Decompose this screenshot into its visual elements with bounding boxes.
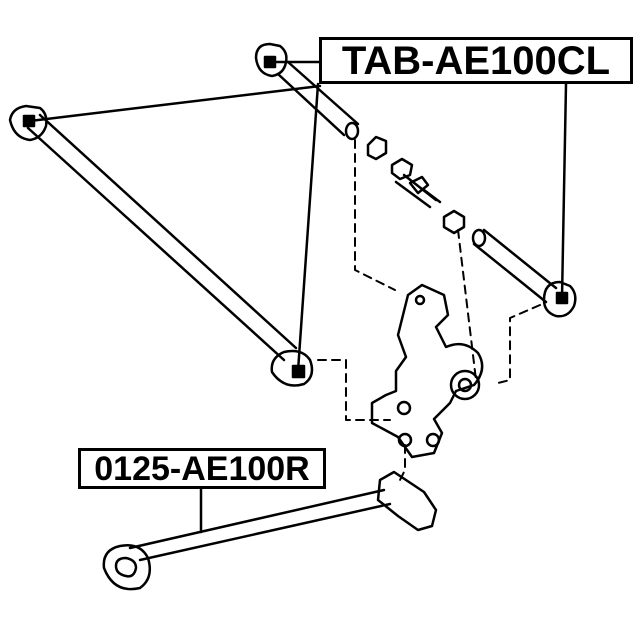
lower-arm [102, 470, 438, 591]
leader-lines [199, 60, 568, 534]
upper-long-arm [8, 104, 314, 387]
cross-link [28, 84, 322, 123]
hardware [366, 135, 466, 235]
assembly-lines [317, 139, 541, 481]
right-arm [471, 228, 577, 318]
part-number-upper-arm-bushing: TAB-AE100CL [319, 37, 633, 84]
knuckle [370, 283, 484, 459]
part-number-lower-arm: 0125-AE100R [78, 448, 326, 489]
